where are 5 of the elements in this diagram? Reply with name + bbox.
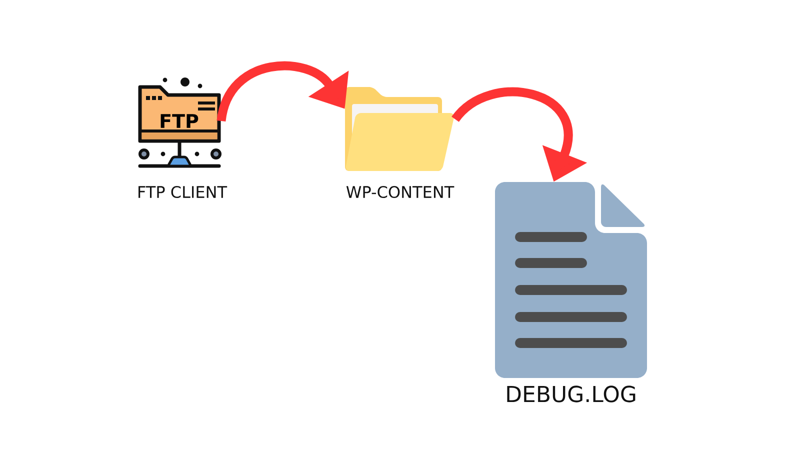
icon-caption: WP-CONTENT xyxy=(346,186,454,198)
document-icon xyxy=(495,182,647,378)
icon-caption: DEBUG.LOG xyxy=(507,386,636,402)
folder-icon xyxy=(345,87,454,171)
icon-caption: FTP CLIENT xyxy=(138,186,228,198)
